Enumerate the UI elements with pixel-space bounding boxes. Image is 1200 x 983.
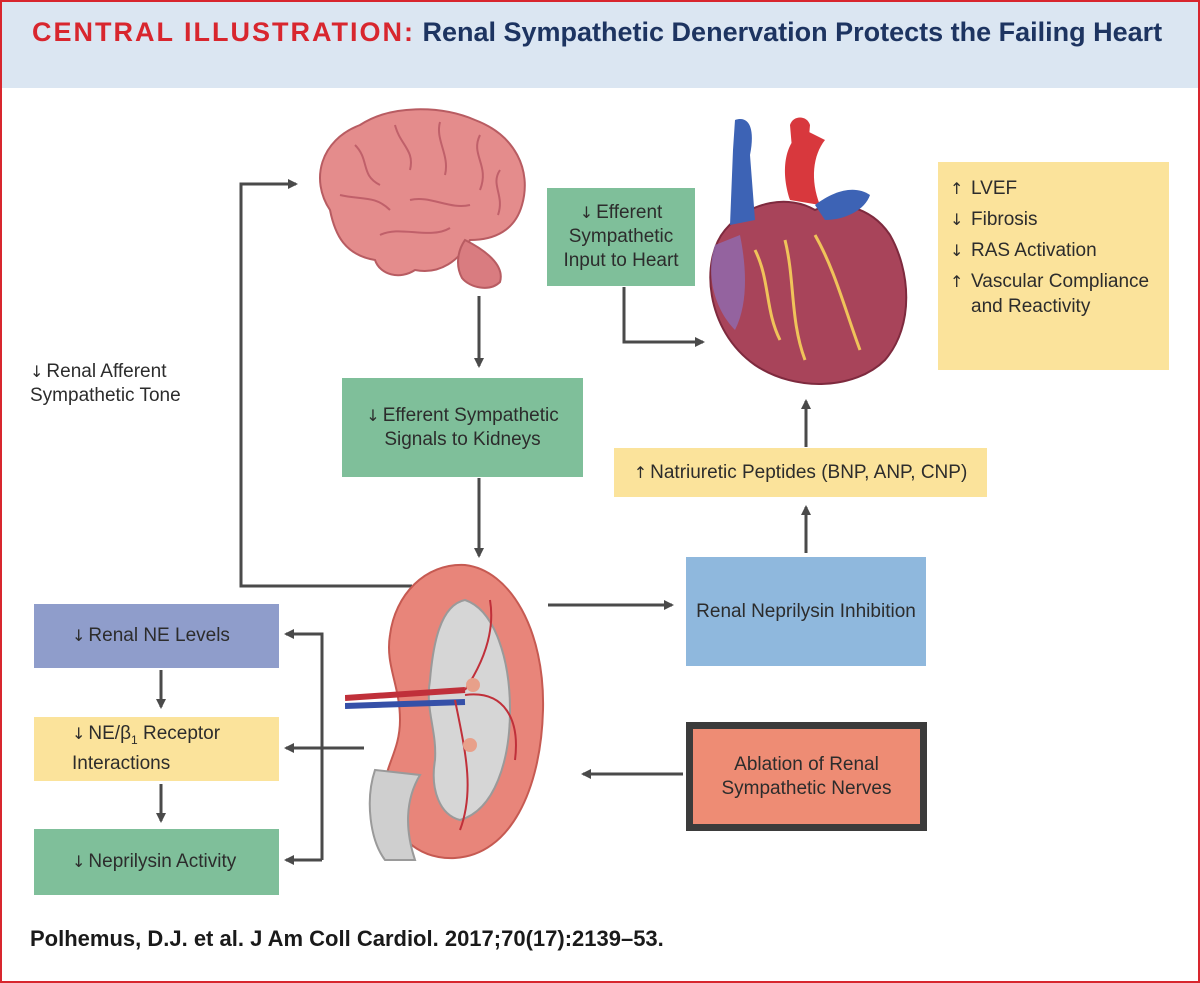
outcomes-box: ↑LVEF ↓Fibrosis ↓RAS Activation ↑Vascula… [938, 162, 1169, 370]
brain-icon [319, 108, 526, 289]
renal-afferent-label: ↓Renal Afferent Sympathetic Tone [30, 361, 181, 406]
box-efferent-heart: ↓Efferent Sympathetic Input to Heart [547, 188, 695, 286]
efferent-heart-label: Efferent Sympathetic Input to Heart [563, 202, 679, 271]
kidney-icon [345, 563, 545, 861]
title-kicker: CENTRAL ILLUSTRATION: [32, 17, 415, 47]
arrow-kidney-to-brain [239, 179, 412, 588]
outcome-item: ↑LVEF [950, 178, 1018, 199]
ablation-label: Ablation of Renal Sympathetic Nerves [721, 753, 892, 799]
box-efferent-kidneys: ↓Efferent Sympathetic Signals to Kidneys [342, 378, 583, 477]
neprilysin-activity-label: Neprilysin Activity [88, 851, 237, 872]
natriuretic-label: Natriuretic Peptides (BNP, ANP, CNP) [650, 461, 968, 483]
figure-title: CENTRAL ILLUSTRATION: Renal Sympathetic … [32, 16, 1182, 49]
box-natriuretic: ↑Natriuretic Peptides (BNP, ANP, CNP) [614, 448, 987, 497]
arrow-efferent-heart-to-heart [622, 287, 705, 347]
box-ne-beta: ↓NE/β1 Receptor Interactions [34, 717, 279, 781]
renal-ne-label: Renal NE Levels [88, 625, 230, 646]
box-renal-neprilysin: Renal Neprilysin Inhibition [686, 557, 926, 666]
header-band: CENTRAL ILLUSTRATION: Renal Sympathetic … [2, 2, 1198, 88]
renal-neprilysin-label: Renal Neprilysin Inhibition [696, 600, 916, 622]
box-renal-ne: ↓Renal NE Levels [34, 604, 279, 668]
citation: Polhemus, D.J. et al. J Am Coll Cardiol.… [30, 926, 664, 951]
outcome-item: ↓Fibrosis [950, 209, 1038, 230]
outcome-item: ↓RAS Activation [950, 240, 1097, 261]
heart-icon [709, 117, 908, 385]
title-text: Renal Sympathetic Denervation Protects t… [422, 17, 1163, 47]
bracket-to-renal-ne [284, 629, 324, 860]
box-neprilysin-activity: ↓Neprilysin Activity [34, 829, 279, 895]
outcome-item: ↑Vascular Compliance and Reactivity [950, 271, 1150, 317]
efferent-kidneys-label: Efferent Sympathetic Signals to Kidneys [382, 404, 559, 450]
box-ablation: Ablation of Renal Sympathetic Nerves [686, 722, 927, 831]
